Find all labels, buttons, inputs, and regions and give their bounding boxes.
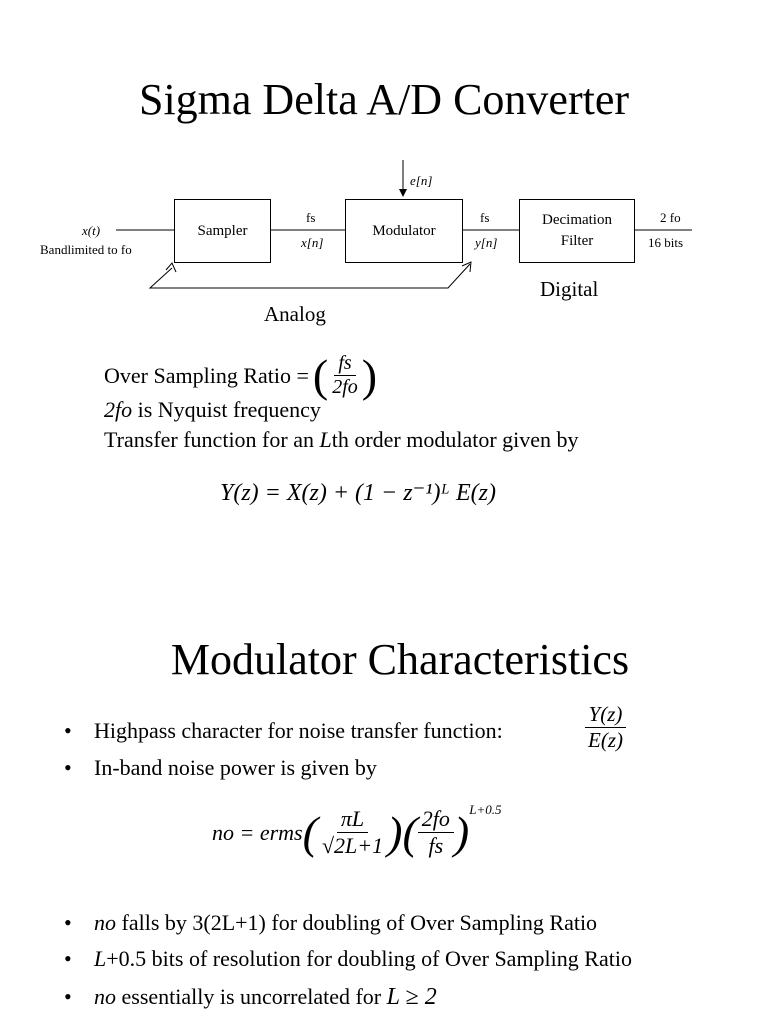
decimation-filter-block: Decimation Filter	[519, 199, 635, 263]
bullet-resolution-var: L	[94, 946, 107, 971]
section-title: Modulator Characteristics	[170, 635, 630, 684]
bullet-dot: •	[64, 910, 72, 935]
transfer-text-L: L	[319, 427, 332, 452]
fs-label-2: fs	[480, 210, 490, 225]
noise-eq-pi-num: πL	[336, 806, 369, 833]
ntf-numerator: Y(z)	[584, 702, 627, 728]
bullet-resolution-text: +0.5 bits of resolution for doubling of …	[106, 946, 632, 971]
en-label: e[n]	[410, 173, 433, 188]
noise-eq-exponent: L+0.5	[469, 802, 502, 817]
ntf-fraction: Y(z) E(z)	[584, 702, 627, 753]
transfer-text-a: Transfer function for an	[104, 427, 314, 452]
bullet-uncorrelated-condition: L ≥ 2	[386, 984, 437, 1010]
noise-equation: no = erms ( πL √2L+1 ) ( 2fo fs ) L+0.5	[212, 802, 501, 859]
output-bits-label: 16 bits	[648, 235, 684, 250]
osr-line: Over Sampling Ratio = ( fs 2fo )	[104, 352, 377, 399]
xn-label: x[n]	[301, 235, 324, 250]
noise-eq-ratio-num: 2fo	[417, 806, 454, 833]
noise-eq-paren-1l: (	[302, 806, 318, 858]
osr-left-paren: (	[312, 349, 329, 401]
bullet-uncorrelated-var: no	[94, 984, 116, 1009]
yn-label: y[n]	[475, 235, 498, 250]
input-signal-label: x(t)	[82, 223, 101, 238]
osr-numerator: fs	[334, 352, 356, 376]
decimation-label-line1: Decimation	[542, 212, 612, 228]
bullet-highpass-text: Highpass character for noise transfer fu…	[94, 718, 503, 743]
bullet-no-falls-text: falls by 3(2L+1) for doubling of Over Sa…	[121, 910, 598, 935]
bullet-noise-power-text: In-band noise power is given by	[94, 755, 377, 780]
bullet-dot: •	[64, 718, 72, 743]
osr-denominator: 2fo	[332, 376, 358, 398]
osr-fraction: fs 2fo	[328, 352, 362, 399]
digital-label: Digital	[540, 277, 599, 301]
osr-text: Over Sampling Ratio =	[104, 362, 309, 388]
transfer-text-b: th order modulator given by	[331, 427, 579, 452]
decimation-label-line2: Filter	[560, 233, 594, 249]
noise-eq-lhs: no = erms	[212, 819, 303, 845]
bullet-resolution: • L+0.5 bits of resolution for doubling o…	[64, 946, 632, 972]
modulator-block: Modulator	[345, 199, 463, 263]
bullet-highpass: • Highpass character for noise transfer f…	[64, 718, 503, 744]
nyquist-text: is Nyquist frequency	[137, 397, 321, 422]
bullet-dot: •	[64, 984, 72, 1009]
fs-label-1: fs	[306, 210, 316, 225]
transfer-line: Transfer function for an Lth order modul…	[104, 427, 579, 453]
noise-eq-paren-2l: (	[402, 806, 418, 858]
block-diagram-lines	[116, 160, 692, 289]
nyquist-prefix: 2fo	[104, 397, 133, 422]
noise-eq-paren-2r: )	[453, 806, 470, 858]
bandlimit-label: Bandlimited to fo	[40, 242, 132, 257]
analog-label: Analog	[264, 302, 326, 326]
noise-eq-pi-fraction: πL √2L+1	[318, 806, 387, 859]
bullet-noise-power: • In-band noise power is given by	[64, 755, 377, 781]
bullet-dot: •	[64, 755, 72, 780]
analog-bracket-left-arrow	[165, 262, 177, 273]
ntf-denominator: E(z)	[588, 728, 623, 752]
osr-right-paren: )	[361, 349, 378, 401]
analog-bracket-right-arrow	[461, 261, 472, 273]
bullet-no-falls: • no falls by 3(2L+1) for doubling of Ove…	[64, 910, 597, 936]
bullet-uncorrelated-text: essentially is uncorrelated for	[121, 984, 382, 1009]
bullet-no-falls-var: no	[94, 910, 116, 935]
noise-eq-ratio-fraction: 2fo fs	[417, 806, 454, 859]
nyquist-line: 2fo is Nyquist frequency	[104, 397, 321, 423]
sampler-label: Sampler	[197, 222, 248, 239]
output-rate-label: 2 fo	[660, 210, 681, 225]
analog-bracket	[148, 263, 471, 289]
bullet-uncorrelated: • no essentially is uncorrelated for L ≥ …	[64, 984, 437, 1011]
noise-eq-paren-1r: )	[387, 806, 403, 858]
sampler-block: Sampler	[174, 199, 271, 263]
page-title: Sigma Delta A/D Converter	[138, 75, 629, 124]
modulator-label: Modulator	[372, 222, 436, 239]
noise-eq-sqrt-den: √2L+1	[321, 833, 384, 858]
noise-eq-ratio-den: fs	[428, 833, 444, 858]
transfer-equation: Y(z) = X(z) + (1 − z⁻¹)ᴸ E(z)	[220, 480, 496, 506]
bullet-dot: •	[64, 946, 72, 971]
